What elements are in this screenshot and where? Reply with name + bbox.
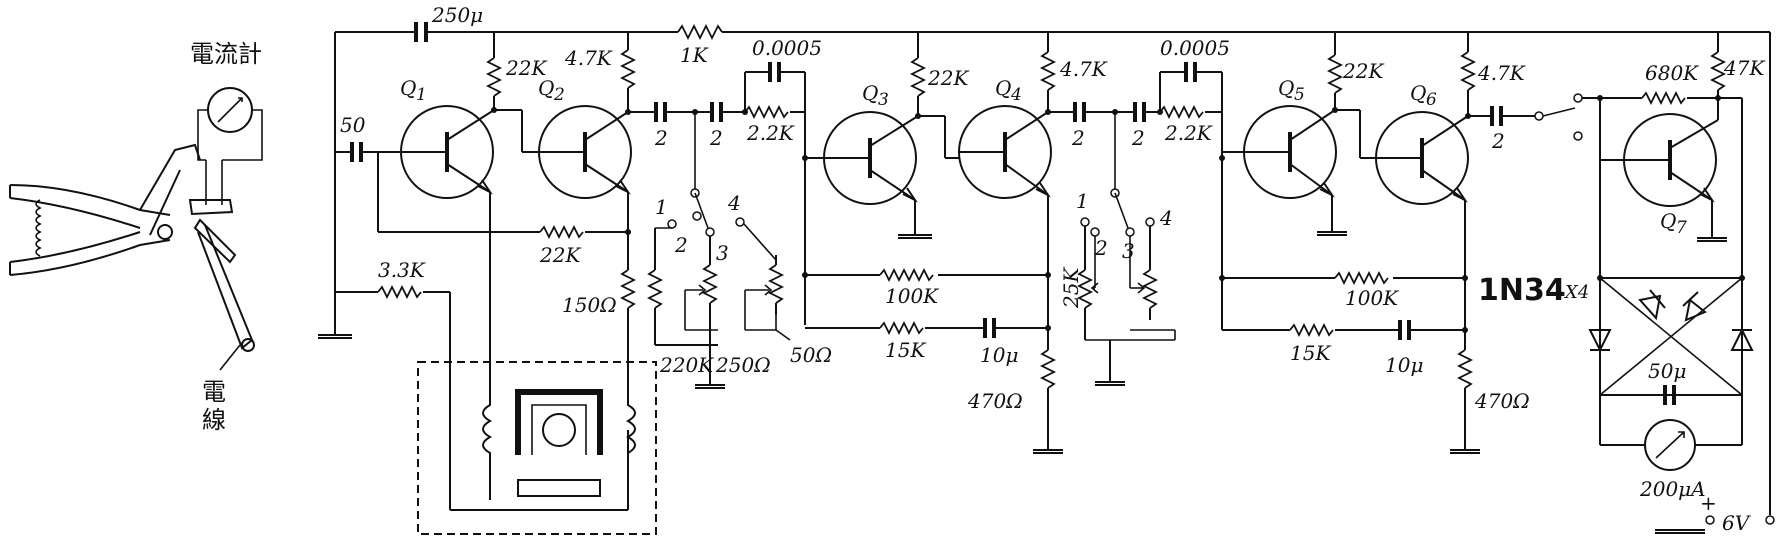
r-22k-b-label: 22K: [927, 66, 969, 90]
r-250-label: 250Ω: [715, 353, 771, 377]
r-47k-label: 47K: [1723, 56, 1765, 80]
wire-label-2: 線: [202, 406, 226, 434]
c-2-a-label: 2: [654, 126, 668, 150]
c-50-label: 50: [340, 113, 366, 137]
meter-200ua-label: 200μA: [1639, 477, 1706, 501]
c-2-e-label: 2: [1491, 129, 1505, 153]
c-0005-a-label: 0.0005: [752, 36, 822, 60]
r-4-7k-b-label: 4.7K: [1059, 57, 1108, 81]
r-50-label: 50Ω: [790, 343, 832, 367]
svg-text:1: 1: [416, 85, 427, 105]
r-150-label: 150Ω: [562, 293, 617, 317]
svg-text:4: 4: [1010, 85, 1022, 105]
r-100k-b-label: 100K: [1345, 286, 1399, 310]
wire-label-1: 電: [202, 378, 226, 406]
svg-text:3: 3: [1122, 239, 1135, 263]
c-250u-label: 250μ: [431, 3, 483, 27]
stage-1: 50 Q 1 22K Q 2 4.7K: [335, 32, 822, 511]
supply-plus-label: +: [1700, 491, 1717, 515]
r-25k-label: 25K: [1059, 267, 1083, 309]
q3-label: Q: [862, 81, 878, 105]
r-2-2k-a-label: 2.2K: [746, 121, 795, 145]
svg-text:2: 2: [1094, 236, 1108, 260]
c-50u-label: 50μ: [1648, 359, 1686, 383]
svg-text:3: 3: [878, 90, 889, 110]
c-10u-b-label: 10μ: [1385, 353, 1423, 377]
svg-text:4: 4: [727, 191, 741, 215]
pickup-transformer: [417, 361, 657, 535]
svg-text:2: 2: [553, 85, 565, 105]
q5-label: Q: [1278, 76, 1294, 100]
ground-left: [318, 334, 352, 339]
clamp-probe: 電流計 電 線: [9, 40, 263, 434]
svg-text:1: 1: [655, 195, 668, 219]
r-1k-label: 1K: [680, 43, 709, 67]
top-rail: 250μ 1K: [334, 3, 1770, 335]
meter-200ua-icon: [1644, 419, 1696, 471]
c-2-b-label: 2: [709, 126, 723, 150]
range-switch-1: 1 2 3 4 220K 250Ω 50Ω: [646, 191, 832, 389]
q1-label: Q: [400, 76, 416, 100]
r-22k-a-label: 22K: [505, 56, 547, 80]
range-switch-2: 1 2 3 4 25K: [1059, 189, 1176, 386]
stage-2: Q 3 22K Q 4 4.7K 2: [802, 32, 1230, 454]
r-22k-c-label: 22K: [1342, 59, 1384, 83]
svg-text:3: 3: [716, 241, 729, 265]
diode-3: [1638, 289, 1666, 321]
r-100k-a-label: 100K: [885, 284, 939, 308]
diode-1: [1588, 329, 1612, 353]
svg-text:5: 5: [1294, 85, 1305, 105]
c-2-c-label: 2: [1071, 126, 1085, 150]
supply-voltage-label: 6V: [1722, 511, 1752, 535]
svg-text:1: 1: [1076, 189, 1089, 213]
diode-count-label: X4: [1563, 282, 1589, 303]
svg-text:2: 2: [674, 233, 688, 257]
r-4-7k-a-label: 4.7K: [564, 46, 613, 70]
c-2-d-label: 2: [1131, 126, 1145, 150]
q7-label: Q: [1660, 209, 1676, 233]
svg-text:4: 4: [1159, 206, 1173, 230]
diode-4: [1682, 291, 1707, 322]
r-1k: [677, 23, 723, 41]
diode-2: [1730, 327, 1754, 351]
output-stage: 680K 47K Q 7: [1478, 32, 1775, 535]
r-4-7k-c-label: 4.7K: [1477, 61, 1526, 85]
r-2-2k-b-label: 2.2K: [1164, 121, 1213, 145]
stage-3: Q 5 22K Q 6 4.7K 2: [1219, 32, 1583, 454]
diode-type-label: 1N34: [1478, 273, 1566, 308]
c-10u-a-label: 10μ: [980, 343, 1018, 367]
c-0005-b-label: 0.0005: [1160, 36, 1230, 60]
r-22k-fb-label: 22K: [539, 243, 581, 267]
q6-label: Q: [1410, 81, 1426, 105]
transistor-q4: [958, 105, 1052, 199]
r-680k-label: 680K: [1645, 61, 1699, 85]
svg-text:7: 7: [1676, 218, 1687, 238]
ammeter-label: 電流計: [190, 40, 262, 68]
r-3-3k-label: 3.3K: [378, 258, 426, 282]
q2-label: Q: [538, 76, 554, 100]
r-15k-b-label: 15K: [1290, 341, 1331, 365]
q4-label: Q: [995, 76, 1011, 100]
r-220k-label: 220K: [659, 353, 714, 377]
r-470-a-label: 470Ω: [967, 389, 1023, 413]
r-15k-a-label: 15K: [885, 338, 926, 362]
transistor-q2: [538, 105, 632, 199]
svg-text:6: 6: [1426, 90, 1437, 110]
r-470-b-label: 470Ω: [1474, 389, 1530, 413]
